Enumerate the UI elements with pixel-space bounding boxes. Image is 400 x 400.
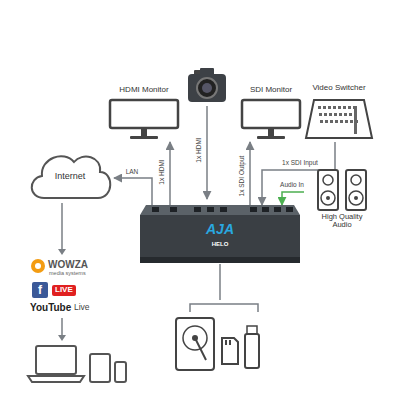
logo-text: LIVE xyxy=(52,285,76,296)
signal-connector xyxy=(249,142,251,205)
storage-wire xyxy=(190,264,258,312)
node-label: SDI Monitor xyxy=(238,86,304,95)
service-wire xyxy=(61,203,63,250)
device-node: AJA HELO xyxy=(140,205,300,263)
phone-icon xyxy=(115,362,126,382)
node-label: HELO xyxy=(140,241,300,248)
camera-icon xyxy=(188,68,226,102)
signal-connector xyxy=(114,178,152,205)
logo-text: media systems xyxy=(49,270,86,276)
wowza-icon xyxy=(31,259,45,273)
hard-drive-icon xyxy=(176,318,214,370)
logo-text: YouTube xyxy=(30,302,71,313)
usb-stick-icon xyxy=(245,326,259,368)
node-label: Internet xyxy=(26,172,114,182)
camera-wire xyxy=(206,106,208,199)
signal-connector xyxy=(169,142,171,205)
wowza-icon xyxy=(35,263,41,269)
device-wire xyxy=(61,318,63,336)
logo-text: WOWZA xyxy=(48,259,88,270)
device-node: SDI Monitor xyxy=(238,84,304,142)
laptop-icon xyxy=(28,346,84,382)
node-label: Video Switcher xyxy=(300,84,378,93)
sd-card-icon xyxy=(222,338,238,364)
connector-label: Audio In xyxy=(279,181,305,188)
signal-connector xyxy=(282,192,304,205)
arrow-head xyxy=(58,249,66,255)
device-node: HDMI Monitor xyxy=(106,84,182,142)
node-label: High Quality Audio xyxy=(317,213,367,230)
logo-text: 1x HDMI xyxy=(195,136,202,163)
node-label: HDMI Monitor xyxy=(106,86,182,95)
arrow-head xyxy=(58,335,66,341)
device-node: Video Switcher xyxy=(300,82,378,142)
connector-label: 1x SDI Input xyxy=(281,159,319,166)
device-node: High Quality Audio xyxy=(304,168,380,232)
connector-label: 1x HDMI xyxy=(158,158,165,185)
connector-label: 1x SDI Output xyxy=(238,155,245,198)
logo-text: Live xyxy=(74,303,90,312)
logo-text: f xyxy=(32,282,48,298)
device-node: Internet xyxy=(26,148,114,202)
node-label: AJA xyxy=(140,222,300,237)
connector-label: LAN xyxy=(125,168,140,175)
tablet-icon xyxy=(90,354,110,382)
